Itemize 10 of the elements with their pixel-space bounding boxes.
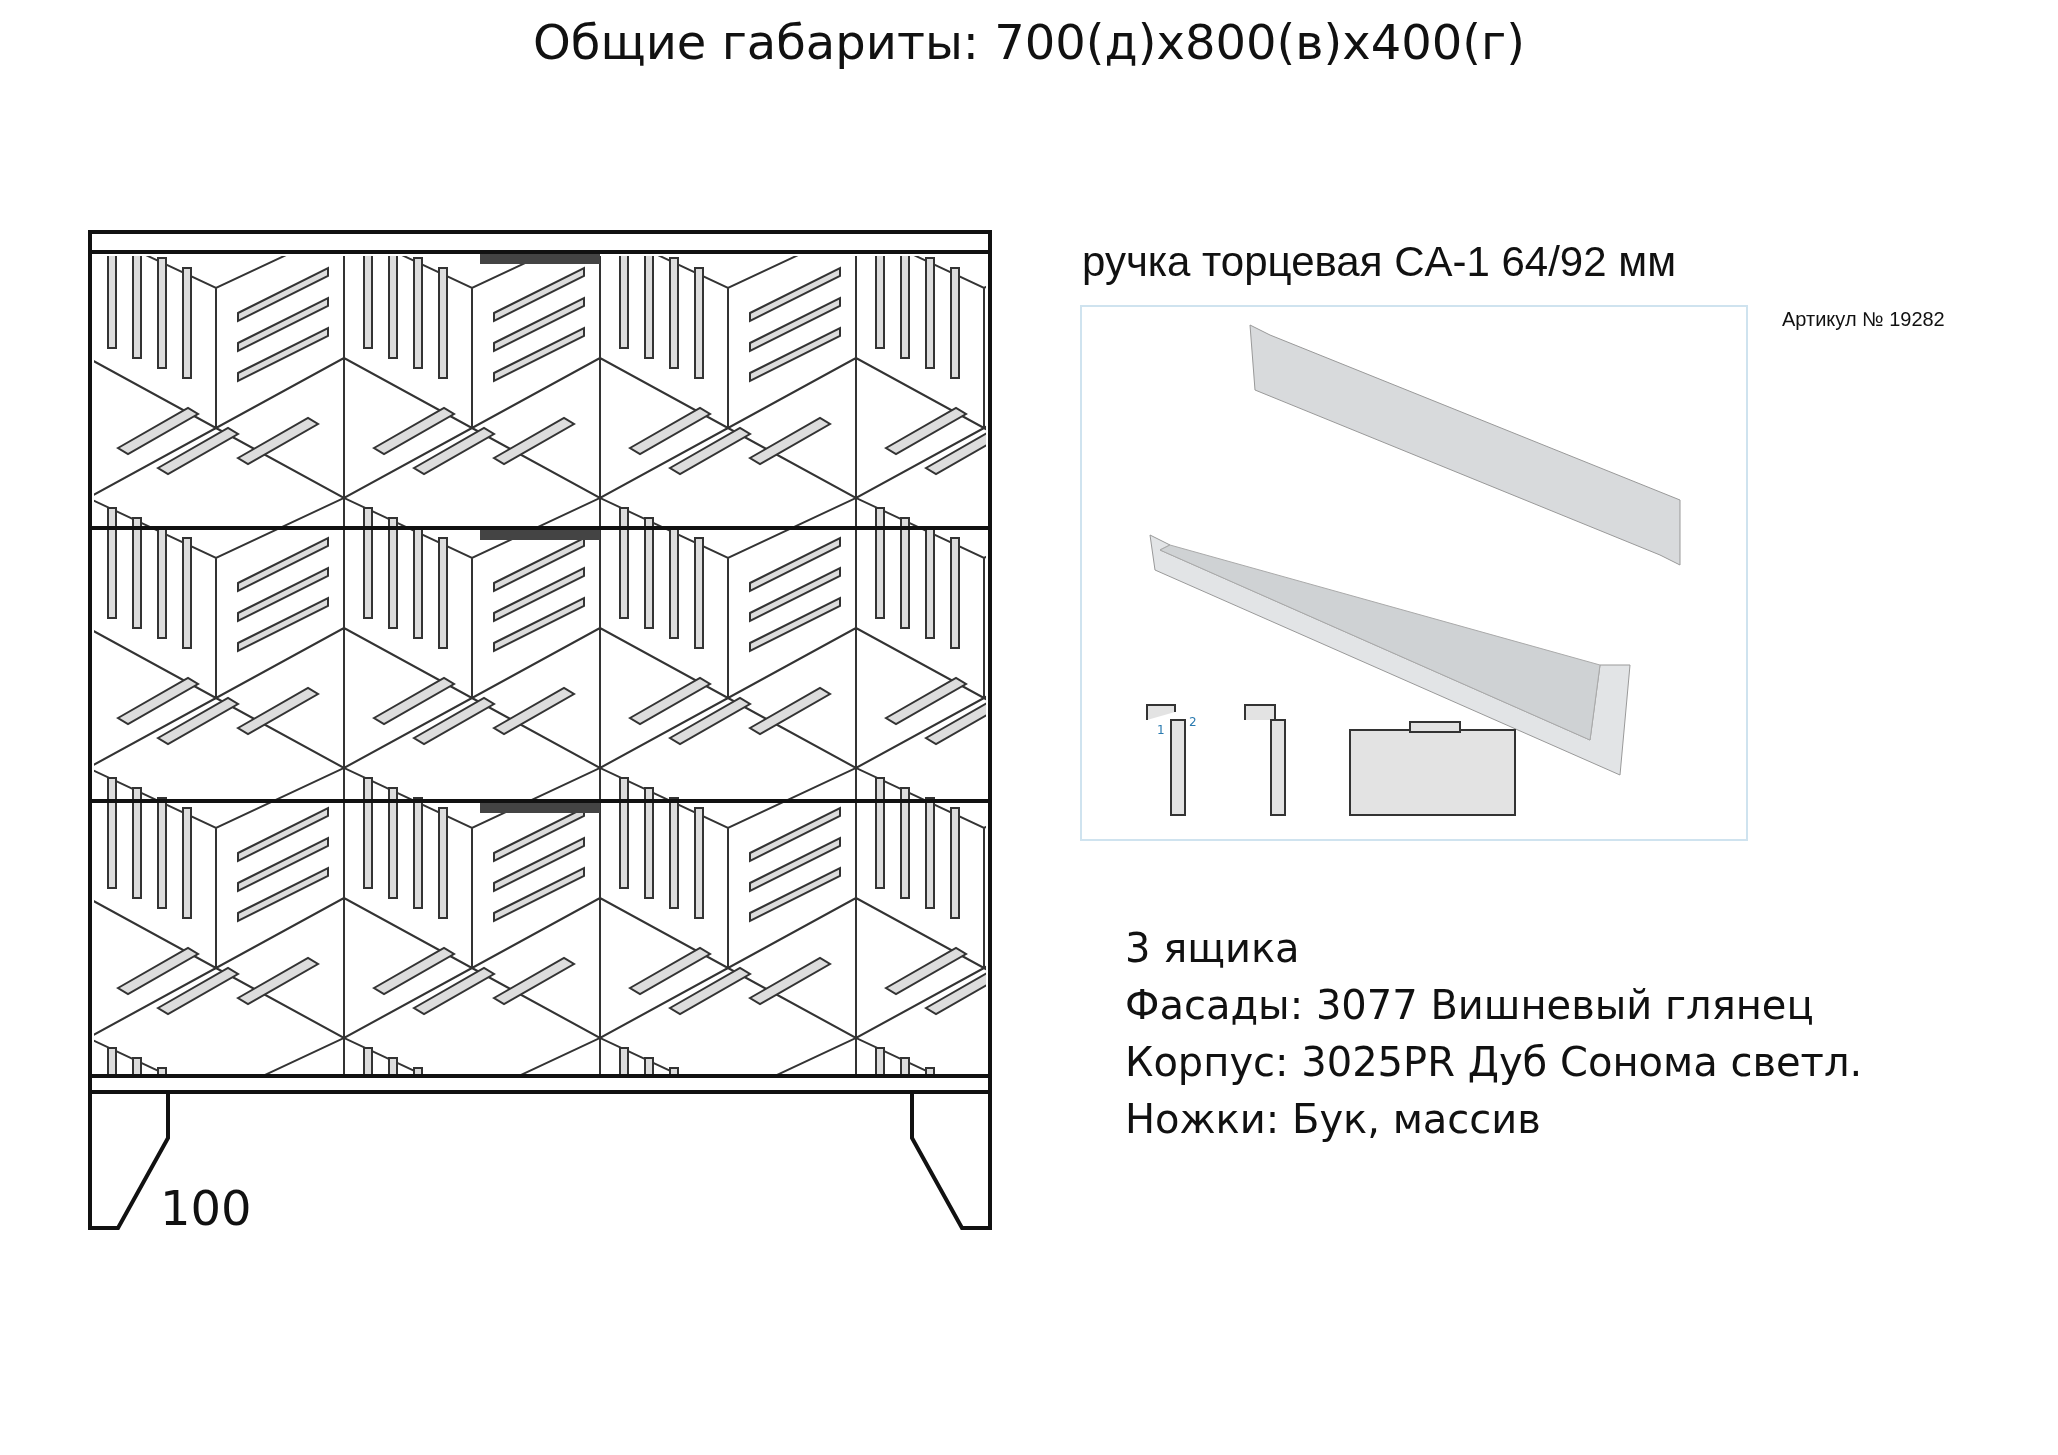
spec-line: Корпус: 3025PR Дуб Сонома светл. — [1125, 1039, 1863, 1085]
profile-dimension: 2 — [1189, 715, 1197, 729]
dimension-label: 100 — [160, 1180, 252, 1236]
article-number: Артикул № 19282 — [1782, 308, 1945, 331]
spec-line: Фасады: 3077 Вишневый глянец — [1125, 982, 1814, 1028]
spec-line: 3 ящика — [1125, 925, 1300, 971]
profile-dimension: 1 — [1157, 723, 1165, 737]
spec-line: Ножки: Бук, массив — [1125, 1096, 1541, 1142]
handle-title: ручка торцевая CA-1 64/92 мм — [1082, 238, 1676, 286]
title: Общие габариты: 700(д)х800(в)х400(г) — [532, 14, 1526, 70]
